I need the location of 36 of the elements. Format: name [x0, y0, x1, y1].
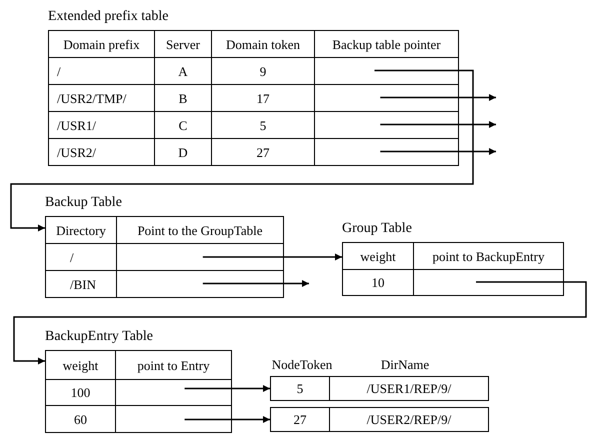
header-cell: Directory	[45, 216, 117, 244]
entry-cell: /USER1/REP/9/	[329, 377, 488, 400]
table-cell: /USR2/	[48, 138, 155, 166]
header-cell: weight	[45, 350, 116, 380]
header-cell: Backup table pointer	[314, 30, 459, 58]
table-title: Extended prefix table	[48, 8, 170, 26]
table-title: Group Table	[342, 220, 413, 238]
arrow	[202, 254, 342, 260]
table-cell: /BIN	[45, 270, 117, 298]
header-cell: point to Entry	[115, 350, 232, 380]
entry-box	[270, 407, 489, 432]
table-cell: 10	[342, 269, 414, 296]
arrow	[13, 281, 587, 364]
pointer-cell	[115, 405, 232, 433]
arrow	[380, 121, 496, 128]
arrow	[184, 385, 270, 392]
pointer-cell	[413, 269, 564, 296]
header-cell: Domain prefix	[48, 30, 155, 58]
column-heading: NodeToken	[270, 356, 334, 374]
arrow	[202, 280, 309, 287]
column-heading: DirName	[380, 356, 430, 374]
entry-cell-text: 5	[296, 380, 304, 398]
entry-box	[270, 376, 489, 401]
arrow	[380, 148, 496, 155]
pointer-cell	[314, 138, 459, 166]
header-cell: Point to the GroupTable	[116, 216, 284, 244]
table-cell: 60	[45, 405, 116, 433]
arrow	[184, 416, 270, 423]
header-cell: weight	[342, 242, 414, 270]
entry-cell-text: 27	[292, 410, 308, 429]
pointer-cell	[116, 270, 284, 298]
table-title: Backup Table	[45, 194, 123, 212]
entry-cell: /USER2/REP/9/	[329, 408, 488, 431]
arrow	[380, 94, 496, 101]
header-cell: point to BackupEntry	[413, 242, 564, 270]
table-title: BackupEntry Table	[45, 328, 154, 346]
